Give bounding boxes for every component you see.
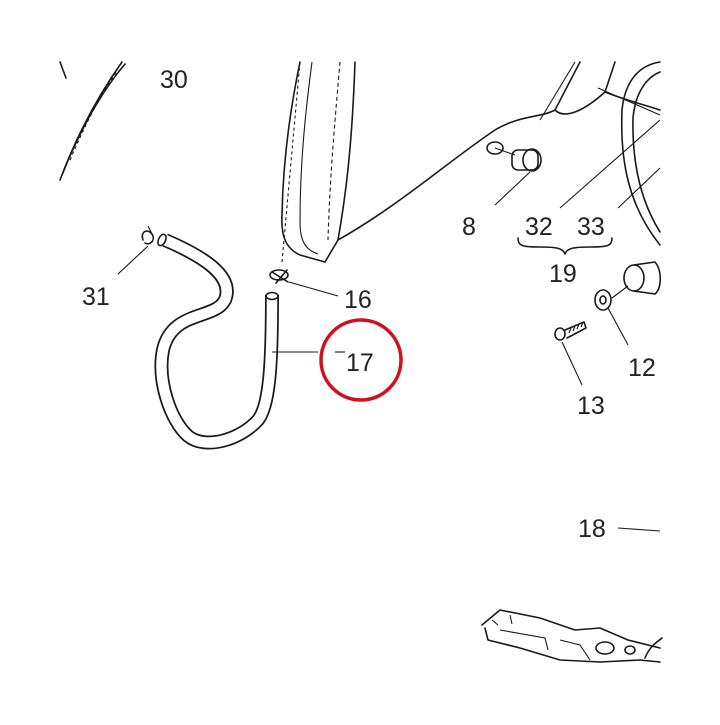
part-8-grommet — [486, 141, 542, 172]
callout-30: 30 — [160, 66, 188, 94]
highlight-circle — [319, 318, 403, 402]
callout-17: 17 — [346, 349, 374, 377]
leader-31 — [117, 245, 149, 275]
leader-16 — [288, 281, 339, 297]
callout-8: 8 — [462, 213, 476, 241]
belt-band — [597, 61, 661, 246]
part-16-clip — [269, 61, 301, 284]
callout-12: 12 — [628, 354, 656, 382]
callout-33: 33 — [577, 213, 605, 241]
leader-lines — [117, 119, 661, 532]
frame-edge-left — [59, 61, 126, 181]
part-31-clamp — [141, 225, 155, 245]
leader-8 — [494, 171, 531, 206]
callout-16: 16 — [344, 286, 372, 314]
leader-33 — [617, 167, 661, 209]
bracket-assembly — [481, 609, 663, 663]
callout-31: 31 — [82, 283, 110, 311]
leader-12 — [607, 307, 629, 346]
leader-13 — [561, 341, 583, 386]
leader-32 — [559, 119, 661, 209]
part-12-grommet — [594, 261, 662, 311]
group-19-brace — [517, 237, 613, 255]
callout-32: 32 — [525, 213, 553, 241]
callout-13: 13 — [577, 392, 605, 420]
housing-panel — [281, 61, 616, 263]
part-13-screw — [554, 321, 587, 341]
callout-18: 18 — [578, 515, 606, 543]
callout-19: 19 — [549, 260, 577, 288]
part-17-hose — [154, 233, 279, 450]
leader-18 — [617, 527, 661, 532]
